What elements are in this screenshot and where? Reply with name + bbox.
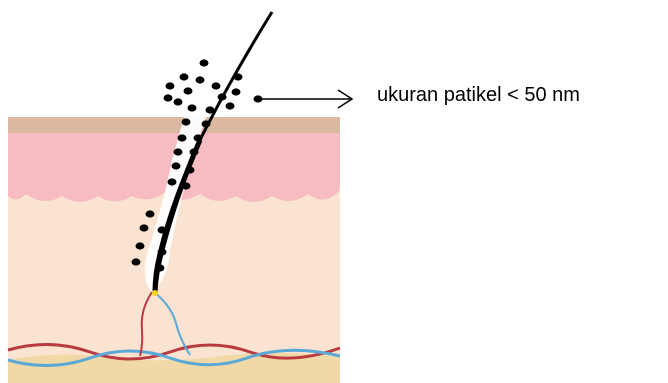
particle bbox=[202, 120, 211, 127]
dermal-papilla bbox=[152, 290, 158, 296]
particle bbox=[158, 226, 167, 233]
particle bbox=[212, 82, 221, 89]
particle bbox=[132, 258, 141, 265]
particle bbox=[164, 94, 173, 101]
stratum-corneum-layer bbox=[8, 117, 340, 133]
particle bbox=[174, 98, 183, 105]
particle bbox=[194, 134, 203, 141]
particle bbox=[178, 134, 187, 141]
particle bbox=[156, 264, 165, 271]
particle bbox=[184, 87, 193, 94]
particle bbox=[146, 210, 155, 217]
particle bbox=[140, 224, 149, 231]
particle bbox=[188, 104, 197, 111]
particle bbox=[180, 73, 189, 80]
particle bbox=[166, 82, 175, 89]
particle bbox=[136, 242, 145, 249]
particle bbox=[174, 148, 183, 155]
particle bbox=[172, 162, 181, 169]
particle bbox=[186, 166, 195, 173]
particle bbox=[232, 88, 241, 95]
particle bbox=[200, 59, 209, 66]
particle bbox=[254, 95, 263, 102]
particle bbox=[190, 148, 199, 155]
particle bbox=[182, 118, 191, 125]
arrow-right-icon bbox=[262, 90, 352, 108]
particle bbox=[206, 106, 215, 113]
particle bbox=[196, 76, 205, 83]
particle bbox=[218, 93, 227, 100]
particle bbox=[168, 178, 177, 185]
particle bbox=[234, 73, 243, 80]
particle-size-label: ukuran patikel < 50 nm bbox=[377, 84, 580, 107]
particle bbox=[182, 182, 191, 189]
particle bbox=[158, 248, 167, 255]
particle bbox=[226, 102, 235, 109]
